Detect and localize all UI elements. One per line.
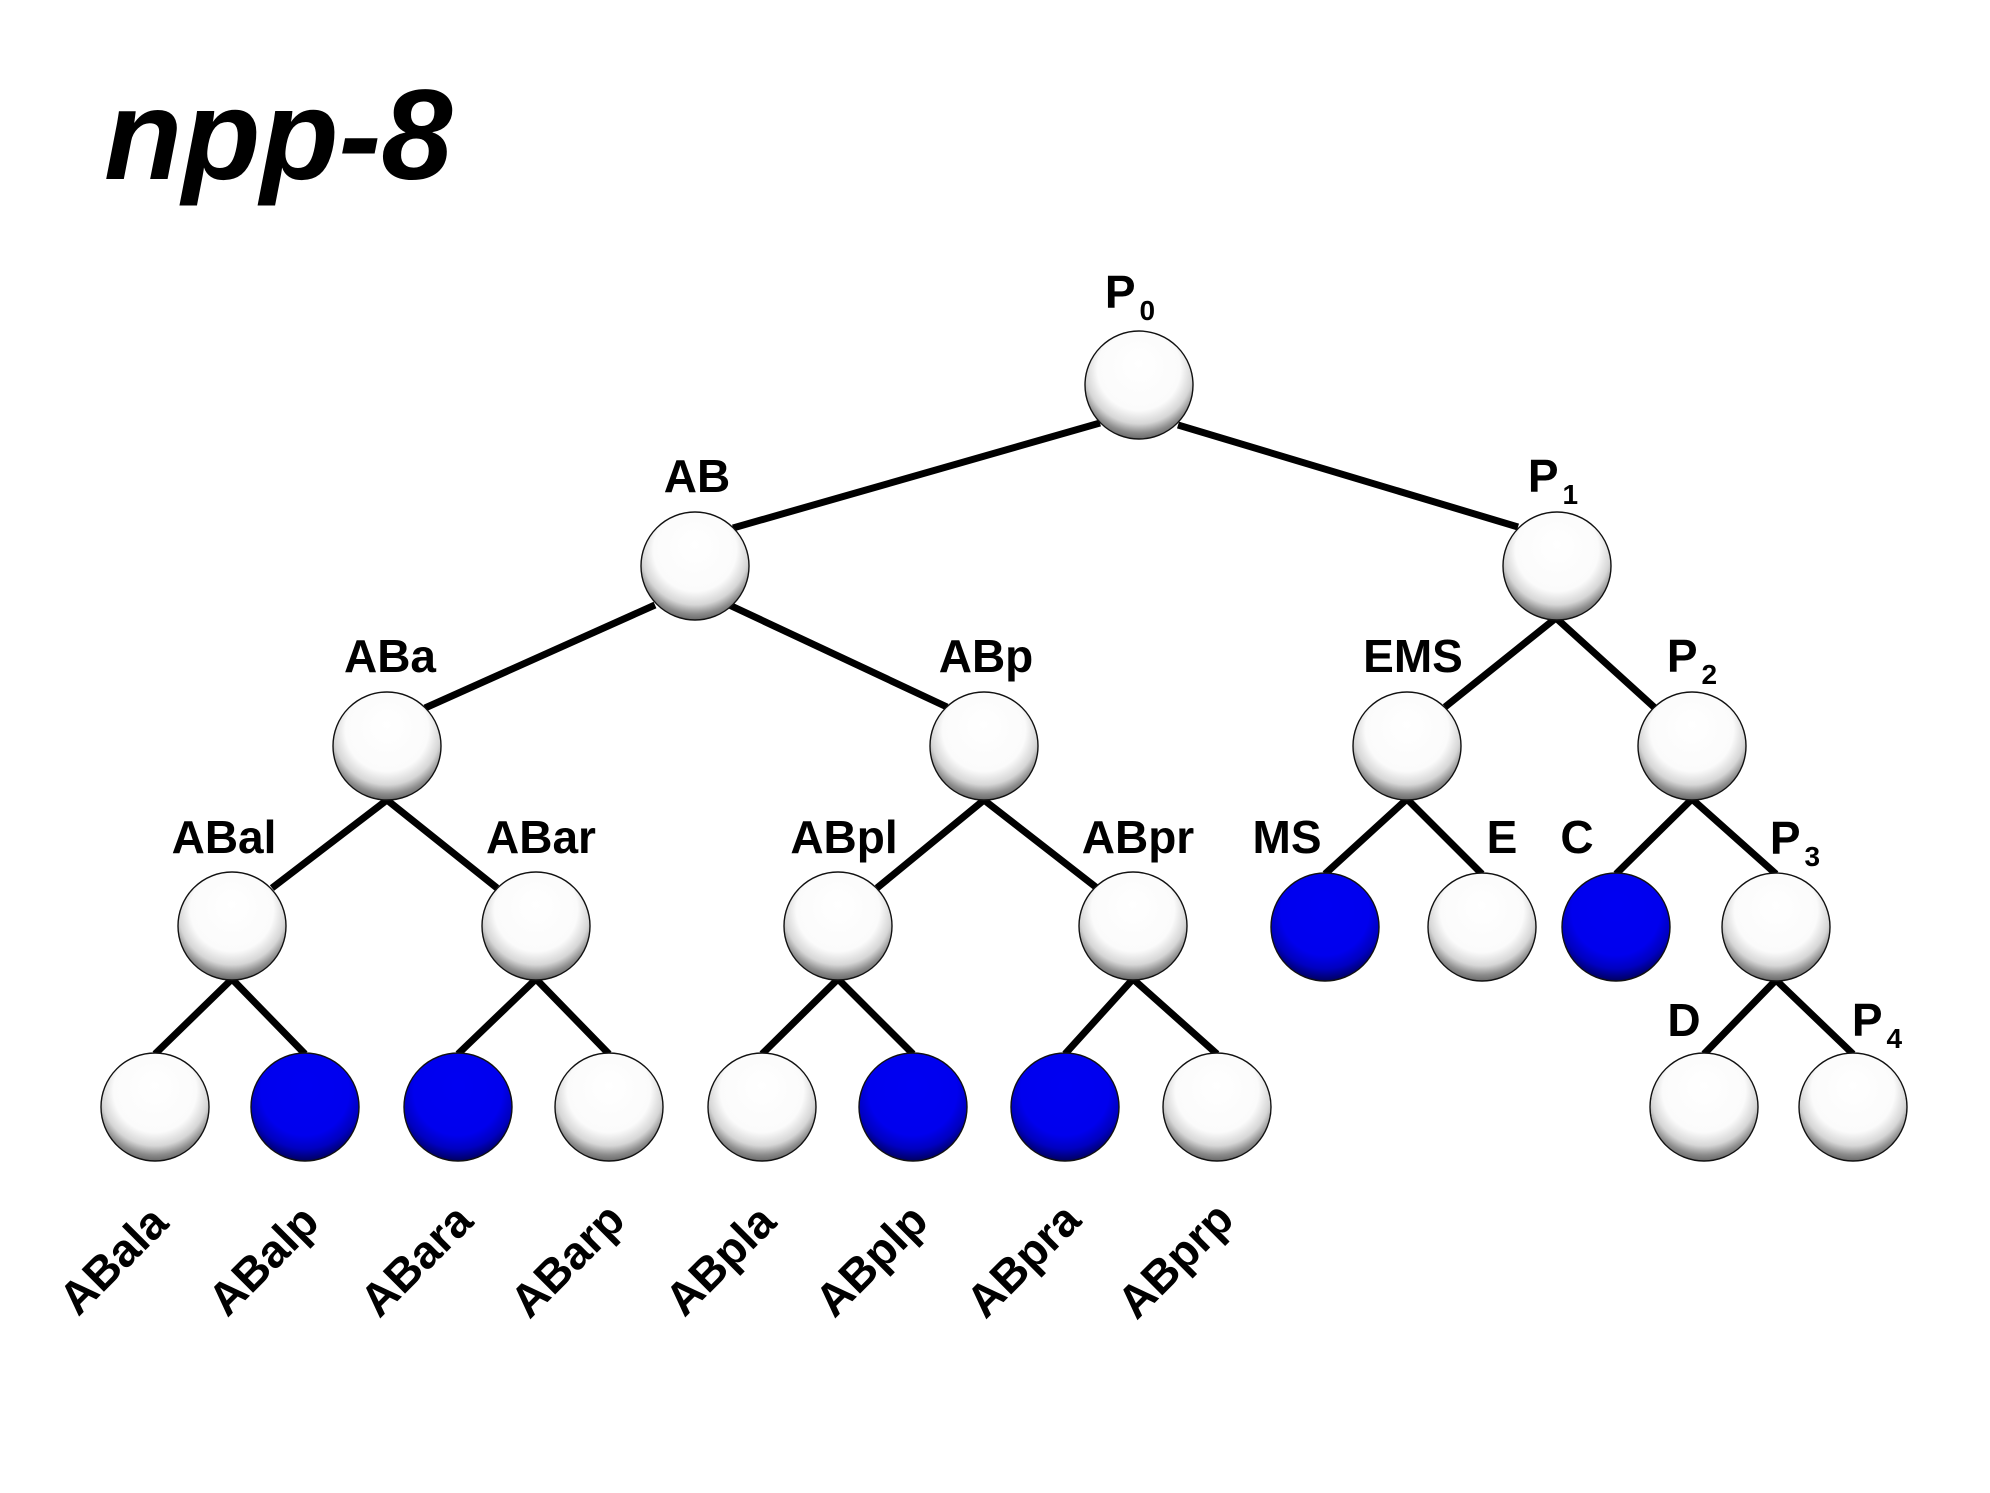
- edge-ABar-ABara: [455, 976, 539, 1057]
- cell-label-ABpr: ABpr: [1082, 811, 1195, 863]
- cell-C-marked: [1561, 872, 1671, 982]
- cell-ABpra-marked: [1010, 1052, 1120, 1162]
- cell-ABpla: [707, 1052, 817, 1162]
- cell-label-ABprp: ABprp: [1107, 1192, 1243, 1328]
- cell-label-subscript: 1: [1563, 479, 1579, 510]
- cell-label-E: E: [1487, 811, 1518, 863]
- cell-label-ABp: ABp: [939, 630, 1034, 682]
- cell-ABara-marked: [403, 1052, 513, 1162]
- edge-ABar-ABarp: [533, 976, 612, 1057]
- cell-label-subscript: 0: [1140, 295, 1156, 326]
- cell-label-subscript: 2: [1702, 659, 1718, 690]
- cell-label-main: ABal: [172, 811, 277, 863]
- cell-ABala: [100, 1052, 210, 1162]
- lineage-cells: [100, 330, 1908, 1162]
- cell-label-main: C: [1560, 811, 1593, 863]
- cell-label-AB: AB: [664, 450, 730, 502]
- cell-label-D: D: [1667, 994, 1700, 1046]
- cell-label-ABpra: ABpra: [956, 1193, 1091, 1328]
- edge-ABp-ABpl: [874, 797, 987, 891]
- cell-label-ABplp: ABplp: [805, 1194, 938, 1327]
- edge-ABal-ABalp: [229, 976, 308, 1057]
- cell-ABalp-marked: [250, 1052, 360, 1162]
- cell-label-main: EMS: [1363, 630, 1463, 682]
- cell-label-EMS: EMS: [1363, 630, 1463, 682]
- edge-P0-AB: [732, 419, 1101, 532]
- cell-label-main: AB: [664, 450, 730, 502]
- edge-ABpr-ABprp: [1130, 976, 1220, 1057]
- cell-label-ABara: ABara: [350, 1193, 483, 1326]
- cell-P2: [1637, 691, 1747, 801]
- cell-label-main: MS: [1253, 811, 1322, 863]
- cell-P0: [1084, 330, 1194, 440]
- edge-ABa-ABar: [384, 797, 500, 891]
- cell-label-main: ABa: [344, 630, 436, 682]
- edge-ABpl-ABpla: [759, 976, 841, 1057]
- edge-ABpr-ABpra: [1062, 976, 1136, 1057]
- cell-label-main: ABpl: [790, 811, 897, 863]
- cell-ABpr: [1078, 871, 1188, 981]
- cell-label-main: P: [1528, 450, 1559, 502]
- edge-ABal-ABala: [152, 976, 235, 1057]
- cell-label-main: P: [1770, 812, 1801, 864]
- edge-EMS-MS: [1322, 796, 1410, 877]
- cell-EMS: [1352, 691, 1462, 801]
- cell-ABprp: [1162, 1052, 1272, 1162]
- cell-label-ABalp: ABalp: [198, 1195, 329, 1326]
- cell-D: [1649, 1052, 1759, 1162]
- cell-ABarp: [554, 1052, 664, 1162]
- cell-label-main: P: [1667, 630, 1698, 682]
- cell-ABplp-marked: [858, 1052, 968, 1162]
- cell-label-C: C: [1560, 811, 1593, 863]
- edge-P2-P3: [1689, 796, 1779, 877]
- edge-P1-P2: [1553, 615, 1658, 711]
- cell-AB: [640, 511, 750, 621]
- cell-label-main: P: [1105, 266, 1136, 318]
- cell-label-ABpla: ABpla: [655, 1194, 786, 1325]
- edge-P3-P4: [1773, 977, 1856, 1057]
- cell-ABpl: [783, 871, 893, 981]
- edge-ABp-ABpr: [981, 797, 1100, 891]
- lineage-edges: [152, 419, 1856, 1057]
- edge-P3-D: [1701, 977, 1779, 1057]
- edge-ABpl-ABplp: [835, 976, 916, 1057]
- cell-MS-marked: [1270, 872, 1380, 982]
- cell-label-main: E: [1487, 811, 1518, 863]
- edge-EMS-E: [1404, 796, 1485, 877]
- cell-P1: [1502, 511, 1612, 621]
- cell-label-ABala: ABala: [49, 1195, 178, 1324]
- cell-ABal: [177, 871, 287, 981]
- cell-label-subscript: 3: [1805, 841, 1821, 872]
- edge-AB-ABa: [423, 601, 657, 712]
- cell-label-main: D: [1667, 994, 1700, 1046]
- cell-label-subscript: 4: [1887, 1023, 1903, 1054]
- cell-E: [1427, 872, 1537, 982]
- cell-label-ABal: ABal: [172, 811, 277, 863]
- cell-label-main: ABp: [939, 630, 1034, 682]
- cell-P3: [1721, 872, 1831, 982]
- edge-ABa-ABal: [269, 797, 390, 891]
- cell-label-main: P: [1852, 994, 1883, 1046]
- edge-P0-P1: [1176, 421, 1520, 531]
- cell-label-main: ABar: [486, 811, 596, 863]
- cell-label-ABpl: ABpl: [790, 811, 897, 863]
- cell-label-ABar: ABar: [486, 811, 596, 863]
- cell-ABar: [481, 871, 591, 981]
- edge-AB-ABp: [723, 599, 949, 711]
- figure-title: npp-8: [104, 64, 453, 207]
- edge-P1-EMS: [1442, 615, 1559, 710]
- cell-P4: [1798, 1052, 1908, 1162]
- cell-ABa: [332, 691, 442, 801]
- cell-ABp: [929, 691, 1039, 801]
- cell-label-ABa: ABa: [344, 630, 436, 682]
- edge-P2-C: [1613, 796, 1695, 877]
- cell-label-main: ABpr: [1082, 811, 1195, 863]
- cell-label-ABarp: ABarp: [500, 1193, 634, 1327]
- cell-label-MS: MS: [1253, 811, 1322, 863]
